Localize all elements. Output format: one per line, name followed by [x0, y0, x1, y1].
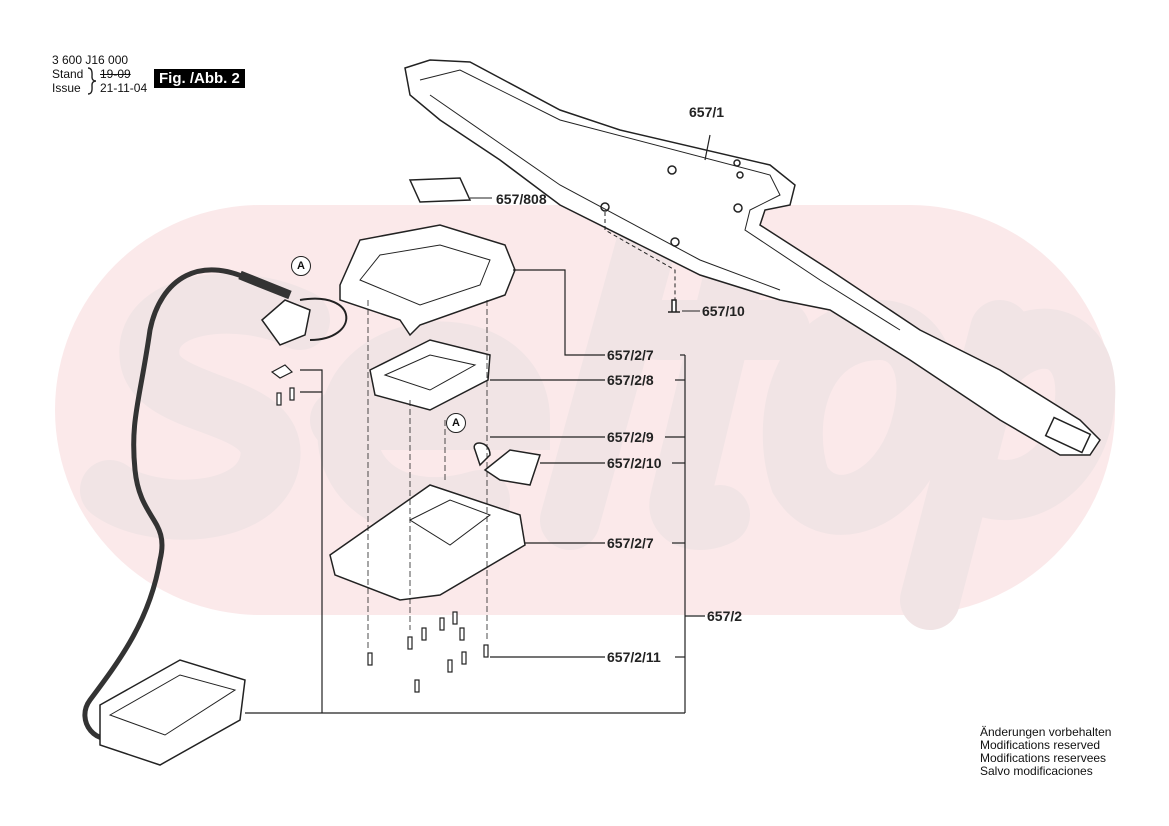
detail-callout-a: A — [291, 256, 311, 276]
issue-value: 21-11-04 — [100, 81, 148, 95]
part-label: 657/2/10 — [607, 455, 662, 471]
connector-part — [260, 299, 311, 346]
part-number: 3 600 J16 000 — [52, 53, 129, 67]
part-label: 657/2/11 — [607, 649, 661, 665]
clip-part — [473, 442, 491, 467]
frame-part — [369, 339, 491, 411]
note-line: Salvo modificaciones — [980, 764, 1093, 778]
part-label: 657/2/9 — [607, 429, 654, 445]
figure-label: Fig. /Abb. 2 — [154, 69, 245, 88]
part-label: 657/1 — [689, 104, 725, 120]
cable — [82, 267, 262, 742]
brace-icon — [87, 67, 97, 95]
note-line: Modifications reserved — [980, 738, 1101, 752]
top-cover-part — [339, 224, 516, 337]
label-part — [408, 177, 472, 203]
stand-label: Stand — [52, 67, 84, 81]
issue-label: Issue — [52, 81, 81, 95]
part-label: 657/2/7 — [607, 347, 654, 363]
note-line: Modifications reservees — [980, 751, 1107, 765]
detail-callout-a: A — [446, 413, 466, 433]
strap-part — [404, 59, 1101, 456]
stand-value: 19-09 — [100, 67, 131, 81]
part-label: 657/2/7 — [607, 535, 654, 551]
base-plate-part — [329, 484, 526, 601]
modification-notes: Änderungen vorbehalten Modifications res… — [980, 726, 1111, 778]
part-label: 657/10 — [702, 303, 745, 319]
part-label: 657/808 — [496, 191, 547, 207]
note-line: Änderungen vorbehalten — [980, 725, 1112, 739]
charger-part — [99, 659, 246, 766]
part-label: 657/2 — [707, 608, 743, 624]
part-label: 657/2/8 — [607, 372, 654, 388]
